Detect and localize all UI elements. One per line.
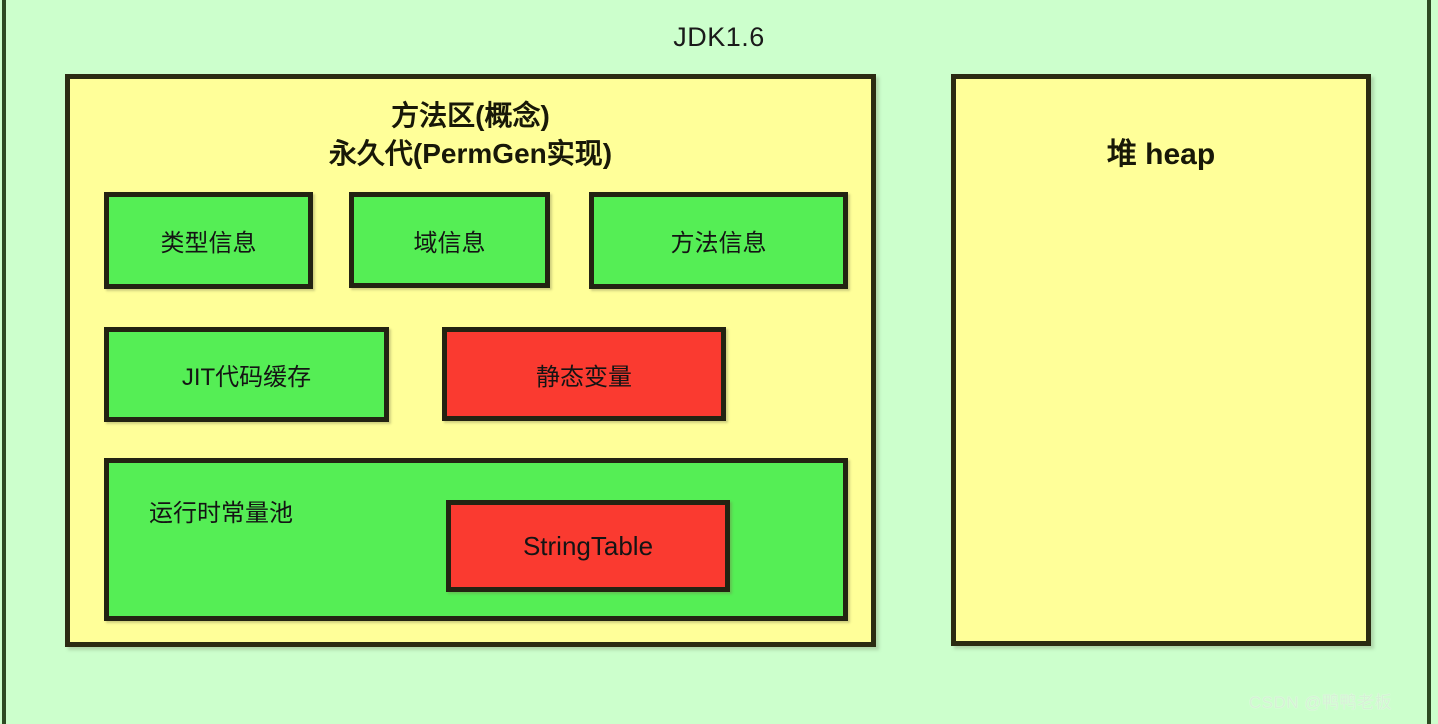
method-area-title-concept: 方法区(概念) (391, 100, 550, 131)
block-runtime-constant-pool: 运行时常量池 StringTable (104, 458, 848, 621)
diagram-title: JDK1.6 (673, 22, 765, 52)
method-area-title-permgen: 永久代(PermGen实现) (328, 138, 613, 169)
watermark: CSDN @鸭鸭老板 (1248, 693, 1392, 712)
block-static-variables: 静态变量 (442, 327, 726, 421)
block-field-information: 域信息 (349, 192, 550, 288)
block-type-information: 类型信息 (104, 192, 313, 289)
right-edge-rule (1427, 0, 1431, 724)
runtime-constant-pool-label: 运行时常量池 (149, 500, 293, 527)
left-edge-rule (2, 0, 6, 724)
block-string-table: StringTable (446, 500, 730, 592)
heap-area-title: 堆 heap (1106, 138, 1216, 171)
block-jit-code-cache: JIT代码缓存 (104, 327, 389, 422)
block-method-information: 方法信息 (589, 192, 848, 289)
method-area-box: 方法区(概念) 永久代(PermGen实现) 类型信息 域信息 方法信息 JIT… (65, 74, 876, 647)
heap-area-box: 堆 heap (951, 74, 1371, 646)
